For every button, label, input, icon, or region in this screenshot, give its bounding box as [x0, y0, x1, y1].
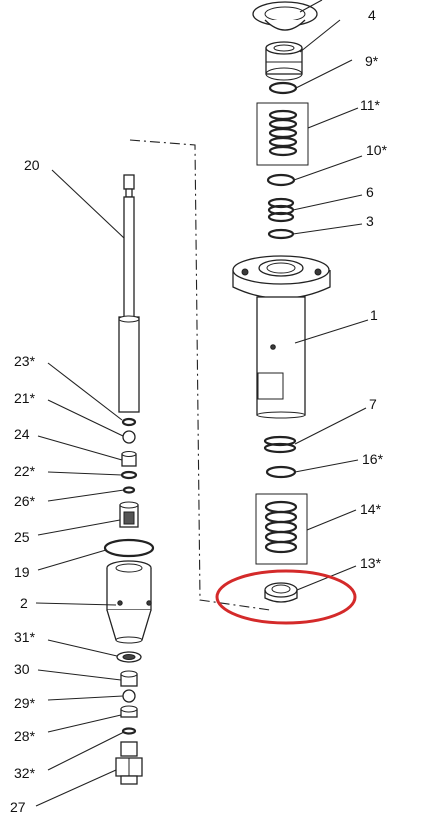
label-24: 24 — [14, 426, 30, 442]
part-6-spring — [267, 197, 295, 223]
part-23 — [121, 417, 137, 427]
part-13 — [264, 582, 298, 603]
part-27-fitting — [115, 741, 143, 785]
label-19: 19 — [14, 564, 30, 580]
part-30 — [120, 670, 138, 687]
part-31 — [116, 651, 142, 663]
part-28 — [120, 705, 138, 718]
label-7: 7 — [369, 396, 377, 412]
part-16 — [265, 465, 297, 479]
label-27: 27 — [10, 799, 26, 815]
label-31: 31* — [14, 629, 36, 645]
label-1: 1 — [370, 307, 378, 323]
label-4: 4 — [368, 7, 376, 23]
label-6: 6 — [366, 184, 374, 200]
part-19-oring — [103, 538, 155, 558]
part-20-plunger-rod — [118, 174, 140, 413]
box-11 — [256, 102, 309, 166]
part-1-pump-body — [232, 255, 331, 419]
label-11: 11* — [360, 97, 381, 113]
label-26: 26* — [14, 493, 36, 509]
box-14 — [255, 493, 308, 565]
part-22 — [120, 470, 138, 480]
label-3: 3 — [366, 213, 374, 229]
label-30: 30 — [14, 661, 30, 677]
part-4 — [265, 41, 303, 81]
part-26 — [122, 486, 136, 494]
label-10: 10* — [366, 142, 388, 158]
label-32: 32* — [14, 765, 36, 781]
part-3 — [267, 228, 295, 240]
label-16: 16* — [362, 451, 384, 467]
packing-set-11 — [268, 109, 298, 157]
label-23: 23* — [14, 353, 36, 369]
label-29: 29* — [14, 695, 36, 711]
label-28: 28* — [14, 728, 36, 744]
assembly-centerline — [129, 139, 271, 611]
part-21-ball — [122, 430, 136, 444]
label-14: 14* — [360, 501, 382, 517]
part-32 — [121, 727, 137, 735]
highlight-circle — [215, 569, 357, 625]
part-25 — [119, 501, 139, 528]
top-cap-part — [252, 1, 318, 31]
label-9: 9* — [365, 53, 379, 69]
part-24 — [121, 451, 137, 467]
packing-set-14 — [264, 500, 298, 554]
label-2: 2 — [20, 595, 28, 611]
label-22: 22* — [14, 463, 36, 479]
part-7-spring — [263, 435, 297, 454]
label-25: 25 — [14, 529, 30, 545]
part-29-ball — [122, 689, 136, 703]
label-21: 21* — [14, 390, 36, 406]
part-9-oring — [268, 81, 298, 95]
part-2-inlet-housing — [106, 560, 152, 644]
part-10 — [266, 173, 296, 187]
label-13: 13* — [360, 555, 382, 571]
label-20: 20 — [24, 157, 40, 173]
